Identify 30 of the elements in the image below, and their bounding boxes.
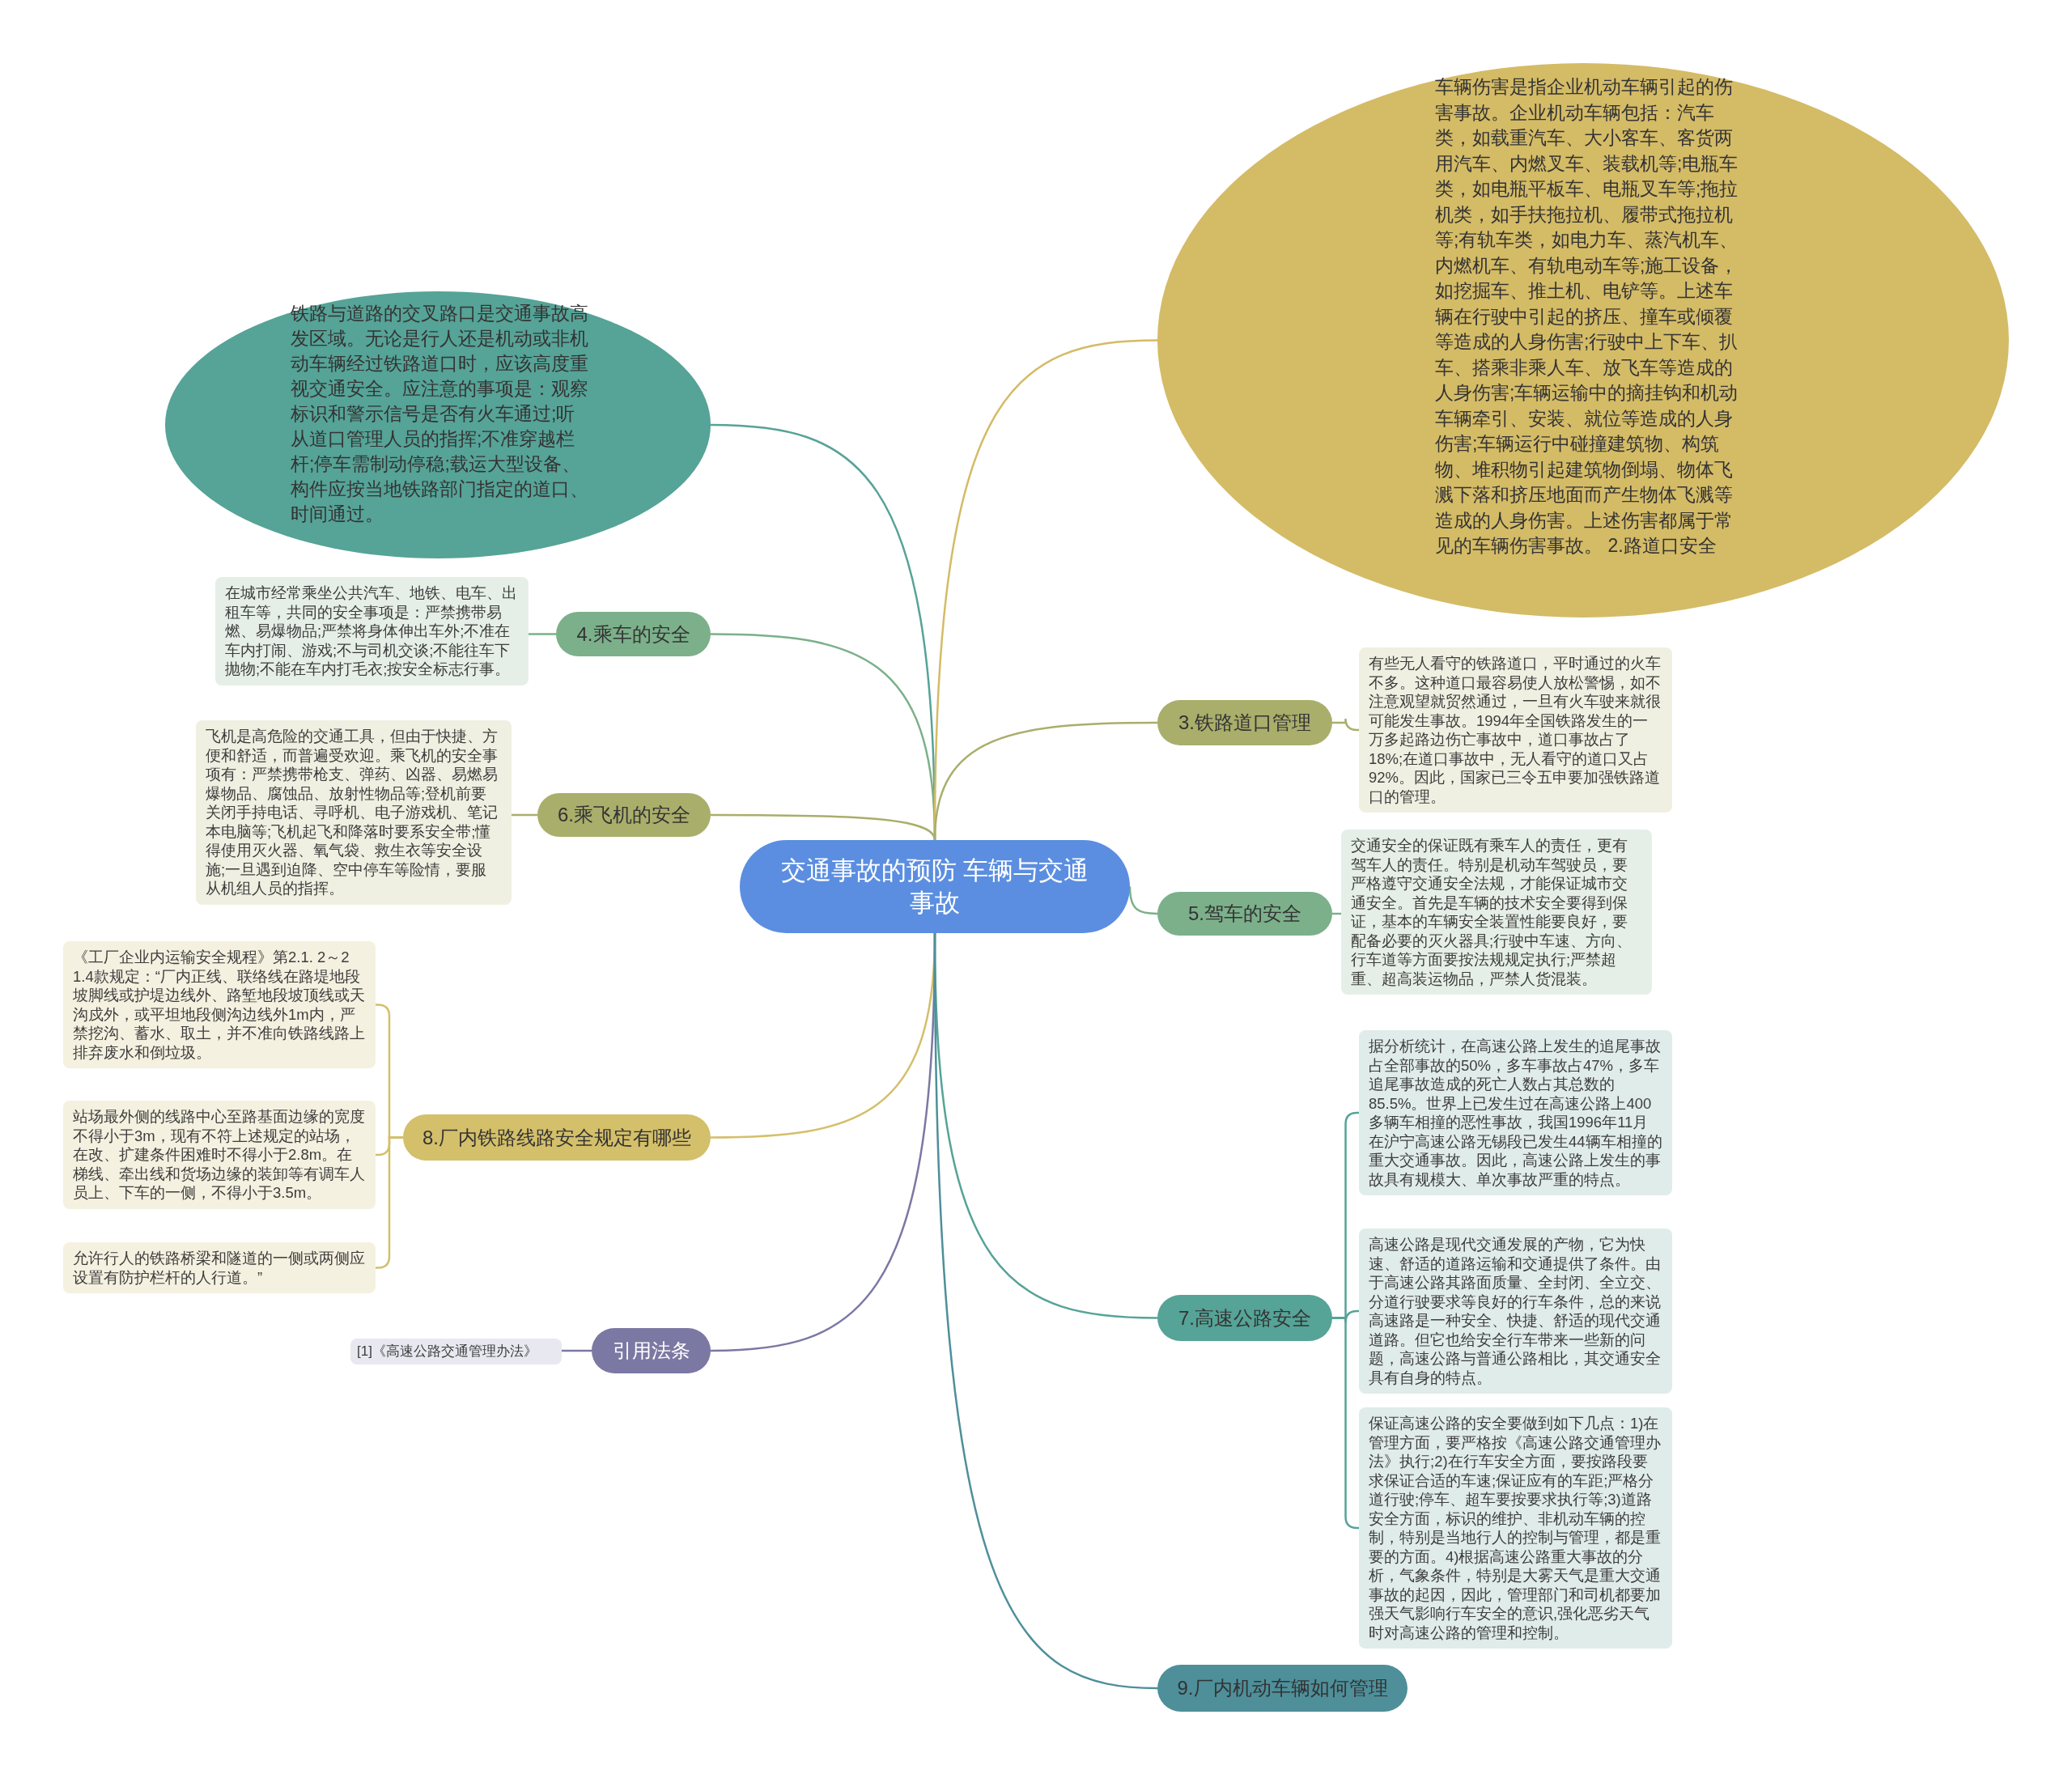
topic-pill: 引用法条 [592,1328,711,1373]
connector-line [512,813,537,817]
central-topic: 交通事故的预防 车辆与交通事故 [740,840,1130,933]
note-box: 据分析统计，在高速公路上发生的追尾事故占全部事故的50%，多车事故占47%，多车追尾事故造成的死亡人数占其总数的85.5%。世界上已发生过在高速公路上400多辆车相撞的恶性事故，我国1996年11月在沪宁高速公路无锡段已发生44辆车相撞的重大交通事故。因此，高速公路上发生的事故具有规模大、单次事故严重的特点。 [1359,1030,1672,1195]
note-box: 保证高速公路的安全要做到如下几点：1)在管理方面，要严格按《高速公路交通管理办法》执行;2)在行车安全方面，要按路段要求保证合适的车速;保证应有的车距;严格分道行驶;停车、超车要按要求执行等;3)道路安全方面，标识的维护、非机动车辆的控制，特别是当地行人的控制与管理，都是重要的方面。4)根据高速公路重大事故的分析，气象条件，特别是大雾天气是重大交通事故的起因，因此，管理部门和司机都要加强天气影响行车安全的意识,强化恶劣天气时对高速公路的管理和控制。 [1359,1407,1672,1649]
note-box: 允许行人的铁路桥梁和隧道的一侧或两侧应设置有防护栏杆的人行道。” [63,1242,376,1293]
note-box: 交通安全的保证既有乘车人的责任，更有驾车人的责任。特别是机动车驾驶员，要严格遵守交通安全法规，才能保证城市交通安全。首先是车辆的技术安全要得到保证，基本的车辆安全装置性能要良好，要配备必要的灭火器具;行驶中车速、方向、行车道等方面要按法规规定执行;严禁超重、超高装运物品，严禁人货混装。 [1341,830,1652,995]
topic-pill: 4.乘车的安全 [556,612,711,656]
topic-pill: 8.厂内铁路线路安全规定有哪些 [403,1114,711,1161]
connector-line [1332,717,1359,732]
note-box: 飞机是高危险的交通工具，但由于快捷、方便和舒适，而普遍受欢迎。乘飞机的安全事项有：严禁携带枪支、弹药、凶器、易燃易爆物品、腐蚀品、放射性物品等;登机前要关闭手持电话、寻呼机、电子游戏机、笔记本电脑等;飞机起飞和降落时要系安全带;懂得使用灭火器、氧气袋、救生衣等安全设施;一旦遇到迫降、空中停车等险情，要服从机组人员的指挥。 [196,720,512,905]
topic-pill: 3.铁路道口管理 [1157,700,1332,745]
note-box: 站场最外侧的线路中心至路基面边缘的宽度不得小于3m，现有不符上述规定的站场，在改、扩建条件困难时不得小于2.8m。在梯线、牵出线和货场边缘的装卸等有调车人员上、下车的一侧，不得小于3.5m。 [63,1101,376,1209]
topic-ellipse: 车辆伤害是指企业机动车辆引起的伤害事故。企业机动车辆包括：汽车类，如载重汽车、大小客车、客货两用汽车、内燃叉车、装载机等;电瓶车类，如电瓶平板车、电瓶叉车等;拖拉机类，如手扶拖拉机、履带式拖拉机等;有轨车类，如电力车、蒸汽机车、内燃机车、有轨电动车等;施工设备，如挖掘车、推土机、电铲等。上述车辆在行驶中引起的挤压、撞车或倾覆等造成的人身伤害;行驶中上下车、扒车、搭乘非乘人车、放飞车等造成的人身伤害;车辆运输中的摘挂钩和机动车辆牵引、安装、就位等造成的人身伤害;车辆运行中碰撞建筑物、构筑物、堆积物引起建筑物倒塌、物体飞溅下落和挤压地面而产生物体飞溅等造成的人身伤害。上述伤害都属于常见的车辆伤害事故。 2.路道口安全 [1157,63,2009,618]
connector-line [562,1349,592,1352]
note-box: 有些无人看守的铁路道口，平时通过的火车不多。这种道口最容易使人放松警惕，如不注意观望就贸然通过，一旦有火车驶来就很可能发生事故。1994年全国铁路发生的一万多起路边伤亡事故中，道口事故占了18%;在道口事故中，无人看守的道口又占92%。因此，国家已三令五申要加强铁路道口的管理。 [1359,647,1672,813]
connector-line [711,813,936,841]
connector-line [1128,886,1158,915]
connector-line [933,933,1158,1690]
connector-line [933,721,1157,841]
note-box: 高速公路是现代交通发展的产物，它为快速、舒适的道路运输和交通提供了条件。由于高速公路其路面质量、全封闭、全立交、分道行驶要求等良好的行车条件，总的来说高速路是一种安全、快捷、舒适的现代交通道路。但它也给安全行车带来一些新的问题，高速公路与普通公路相比，其交通安全具有自身的特点。 [1359,1229,1672,1394]
connector-line [376,1136,403,1269]
note-box: [1]《高速公路交通管理办法》 [350,1339,562,1364]
note-box: 《工厂企业内运输安全规程》第2.1. 2～2 1.4款规定：“厂内正线、联络线在路堤地段坡脚线或护堤边线外、路堑地段坡顶线或天沟戍外，或平坦地段侧沟边线外1m内，严禁挖沟、蓄水、取土，并不准向铁路线路上排弃废水和倒垃圾。 [63,941,376,1068]
topic-pill: 5.驾车的安全 [1157,892,1332,936]
topic-pill: 7.高速公路安全 [1157,1295,1332,1341]
connector-line [529,633,556,635]
note-box: 在城市经常乘坐公共汽车、地铁、电车、出租车等，共同的安全事项是：严禁携带易燃、易爆物品;严禁将身体伸出车外;不准在车内打闹、游戏;不与司机交谈;不能往车下抛物;不能在车内打毛衣;按安全标志行事。 [215,577,529,685]
topic-pill: 9.厂内机动车辆如何管理 [1157,1665,1408,1712]
topic-pill: 6.乘飞机的安全 [537,793,711,837]
